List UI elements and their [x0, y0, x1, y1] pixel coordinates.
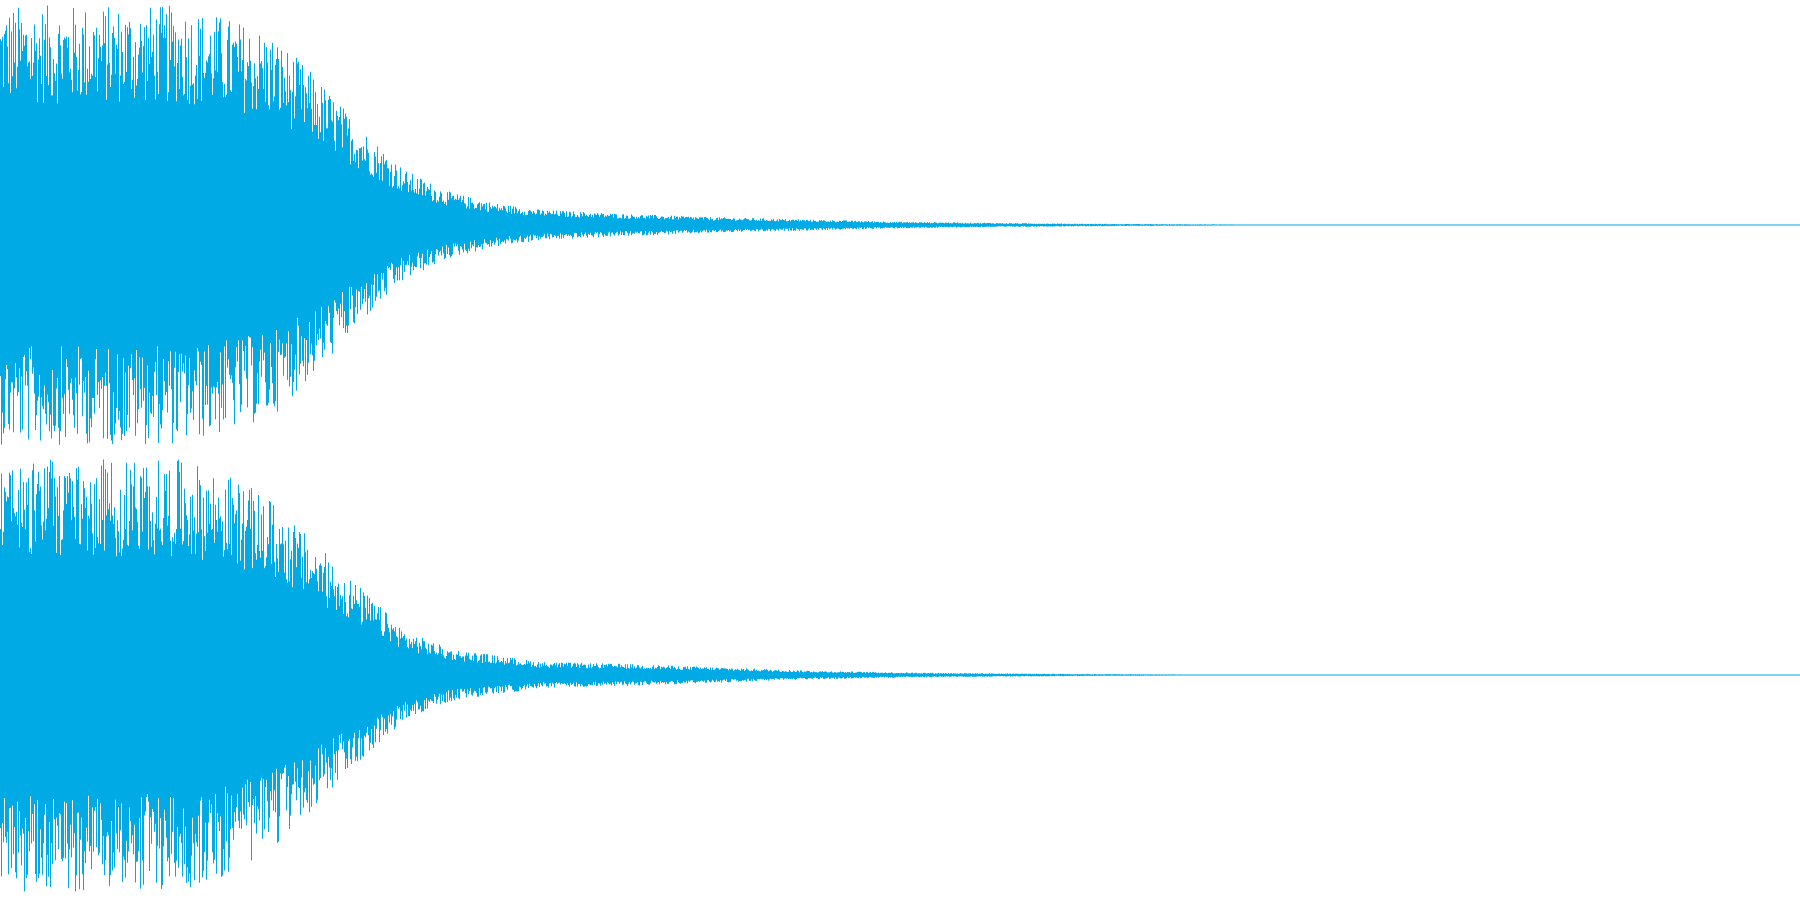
waveform-channel-left	[0, 5, 1800, 445]
waveform-left-svg	[0, 5, 1800, 445]
waveform-channel-right	[0, 450, 1800, 900]
waveform-right-svg	[0, 459, 1800, 892]
